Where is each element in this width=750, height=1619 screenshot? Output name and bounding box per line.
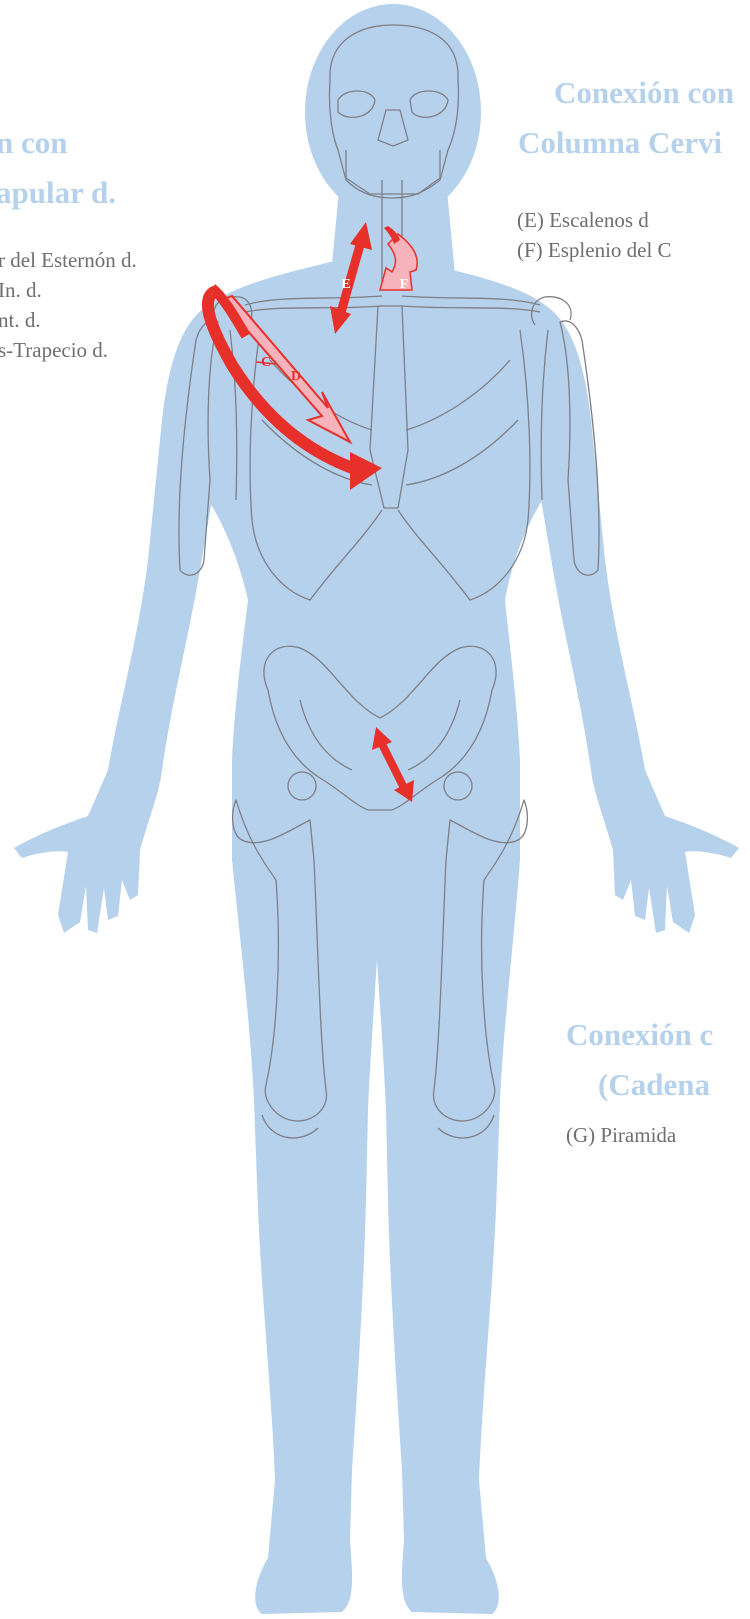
right-top-item-1: (E) Escalenos d xyxy=(517,205,672,235)
left-group-heading: n con apular d. xyxy=(0,118,116,218)
right-top-item-2: (F) Esplenio del C xyxy=(517,235,672,265)
arrow-e-label: E xyxy=(341,277,350,292)
left-item-2: In. d. xyxy=(0,275,137,305)
right-bottom-heading-line2: (Cadena xyxy=(566,1060,713,1110)
left-item-4: s-Trapecio d. xyxy=(0,335,137,365)
arrow-f-label: F xyxy=(400,277,409,292)
left-item-3: nt. d. xyxy=(0,305,137,335)
arrow-d-label: D xyxy=(291,369,301,384)
right-top-heading-line1: Conexión con xyxy=(518,68,734,118)
arrow-c-label: C xyxy=(261,355,271,370)
left-heading-line2: apular d. xyxy=(0,168,116,218)
right-bottom-muscle-list: (G) Piramida xyxy=(566,1120,676,1150)
right-bottom-heading-line1: Conexión c xyxy=(566,1010,713,1060)
right-top-group-heading: Conexión con Columna Cervi xyxy=(518,68,734,168)
left-heading-line1: n con xyxy=(0,118,116,168)
right-bottom-group-heading: Conexión c (Cadena xyxy=(566,1010,713,1110)
right-top-heading-line2: Columna Cervi xyxy=(518,118,734,168)
left-muscle-list: r del Esternón d. In. d. nt. d. s-Trapec… xyxy=(0,245,137,365)
right-top-muscle-list: (E) Escalenos d (F) Esplenio del C xyxy=(517,205,672,265)
left-item-1: r del Esternón d. xyxy=(0,245,137,275)
right-bottom-item-1: (G) Piramida xyxy=(566,1120,676,1150)
